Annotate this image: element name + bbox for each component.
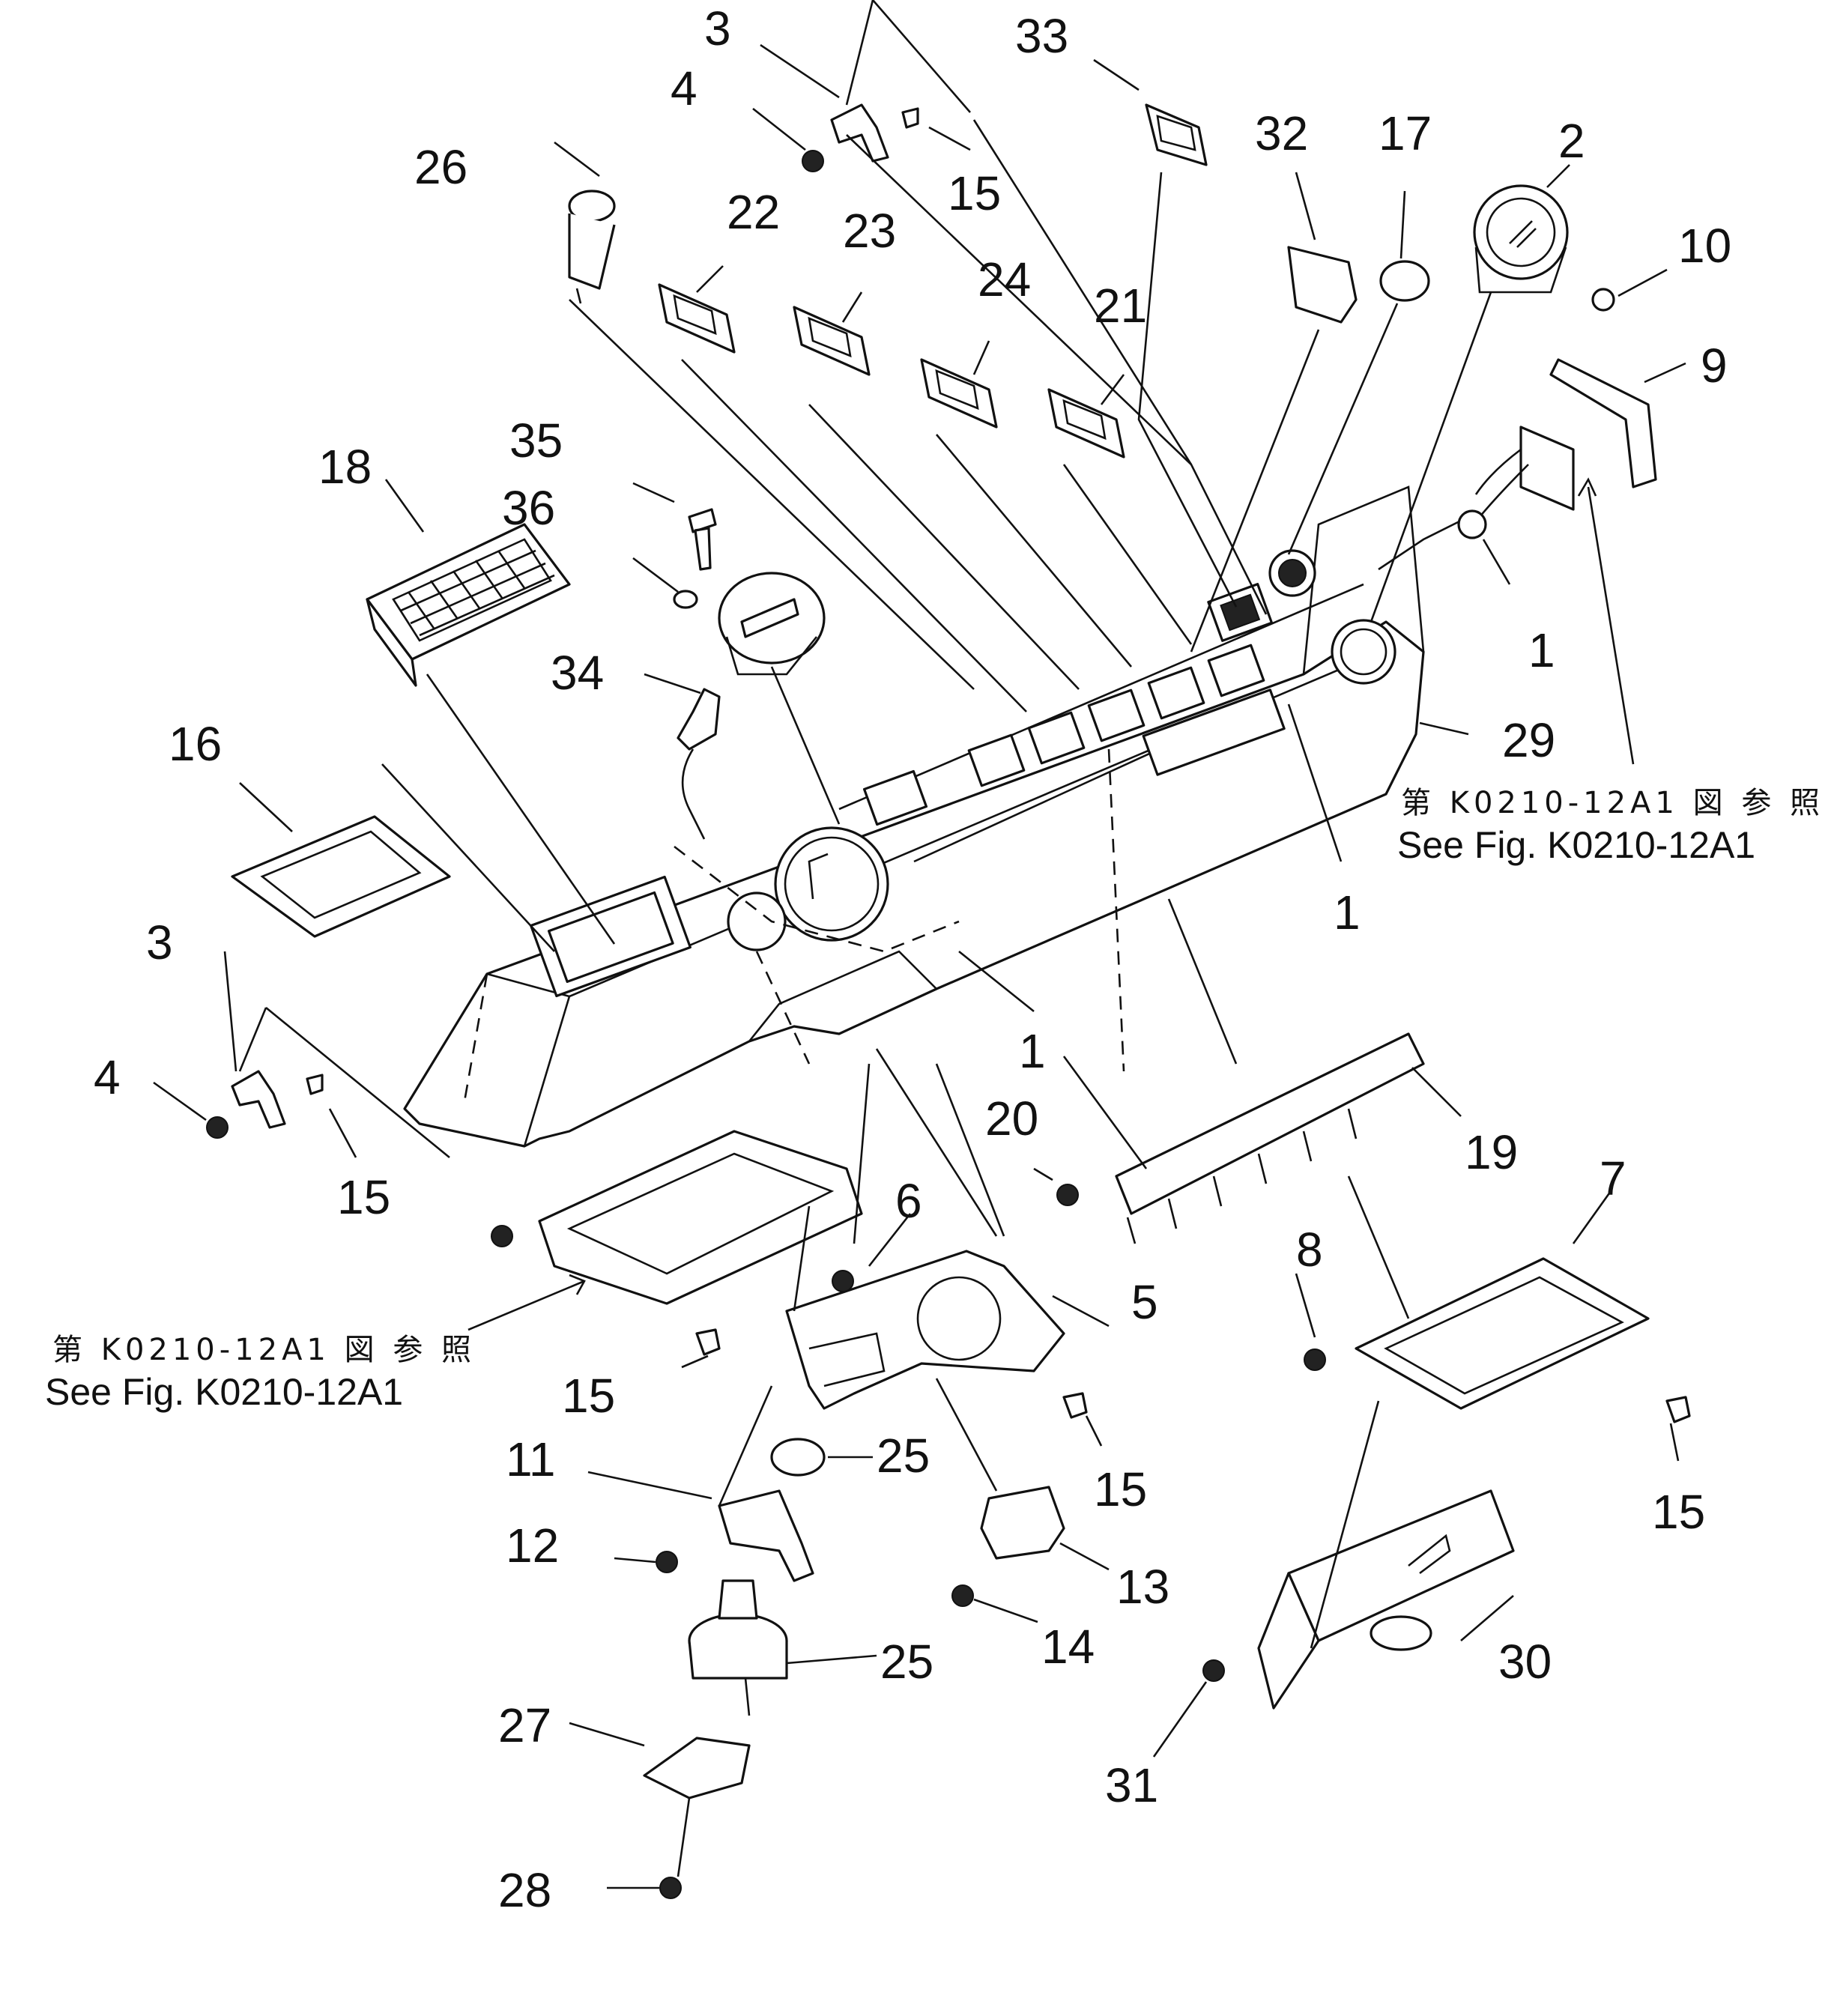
part-12-screw [656,1551,678,1573]
part-25-switch [688,1579,788,1680]
callout-24: 24 [978,252,1031,306]
callout-15-center: 15 [1094,1462,1147,1516]
callout-12: 12 [506,1519,559,1572]
part-22-switch [658,283,736,354]
part-24-switch [920,358,998,429]
part-27-bracket [643,1737,751,1799]
callout-17: 17 [1379,106,1432,160]
lower-left-plate [491,1130,863,1356]
part-2-gauge [1473,184,1569,294]
part-34-rotary-switch [677,572,826,840]
callout-11: 11 [506,1432,555,1486]
ref-en-top-right: See Fig. K0210-12A1 [1397,824,1755,866]
callout-13: 13 [1116,1560,1169,1614]
callout-3-upper: 3 [704,1,731,55]
callout-23: 23 [843,204,896,258]
part-28-screw [659,1877,682,1899]
callout-1-right: 1 [1528,623,1555,677]
part-5-bracket [785,1250,1088,1419]
callout-7: 7 [1600,1151,1626,1205]
part-25-grommet [770,1438,826,1477]
callout-4-lower: 4 [94,1050,121,1104]
callout-30: 30 [1498,1635,1552,1689]
part-19-plate [1056,1032,1425,1244]
callout-15-lower-left: 15 [337,1170,390,1224]
leader-lines [153,0,1686,1889]
part-7-plate [1304,1257,1691,1423]
part-26-lighter [568,190,616,304]
callout-labels: 3 4 15 33 26 22 23 24 21 32 17 2 10 9 1 … [94,1,1731,1917]
callout-8: 8 [1296,1223,1323,1277]
callout-18: 18 [318,440,372,494]
figure-reference-top-right: 第 K0210-12A1 図 参 照 See Fig. K0210-12A1 [1397,786,1824,866]
callout-25-lower: 25 [880,1635,933,1689]
callout-1-center: 1 [1334,886,1361,939]
console-body [403,485,1425,1148]
callout-9: 9 [1701,339,1728,393]
part-11-bracket [718,1489,814,1582]
part-36-washer [673,590,698,609]
part-33-switch [1145,103,1208,166]
callout-35: 35 [509,414,563,467]
callout-22: 22 [727,185,780,239]
part-35-bolt [688,508,717,571]
callout-27: 27 [498,1698,551,1752]
part-14-screw [951,1584,974,1607]
part-18-grille [366,523,571,687]
part-9-bracket [1549,358,1657,488]
callout-36: 36 [502,481,555,535]
part-13-bracket [980,1486,1065,1560]
part-30-control [1202,1489,1515,1710]
part-16-frame [231,815,451,938]
callout-5: 5 [1131,1275,1158,1329]
callout-28: 28 [498,1863,551,1917]
callout-29: 29 [1502,713,1555,767]
callout-15-upper: 15 [948,166,1001,220]
part-17-plug [1379,260,1430,302]
callout-1-lower: 1 [1019,1024,1046,1078]
ref-en-left: See Fig. K0210-12A1 [45,1371,403,1413]
part-10-screw [1591,288,1615,312]
callout-2: 2 [1558,114,1585,168]
part-3-clip-lower [206,1070,324,1139]
callout-3-lower: 3 [146,915,173,969]
figure-reference-left: 第 K0210-12A1 図 参 照 See Fig. K0210-12A1 [45,1333,476,1413]
part-23-switch [793,306,871,376]
callout-34: 34 [551,646,604,700]
part-32-cap [1287,246,1358,324]
part-3-clip-upper [802,103,919,172]
callout-14: 14 [1041,1620,1095,1674]
callout-32: 32 [1255,106,1308,160]
callout-19: 19 [1465,1125,1518,1179]
callout-25-upper: 25 [877,1429,930,1483]
callout-15-left: 15 [562,1369,615,1423]
callout-10: 10 [1678,219,1731,273]
part-21-switch [1047,388,1125,458]
callout-6: 6 [895,1174,922,1228]
callout-16: 16 [169,717,222,771]
callout-4-upper: 4 [671,61,697,115]
callout-31: 31 [1105,1758,1158,1812]
ref-jp-left: 第 K0210-12A1 図 参 照 [52,1333,476,1367]
harness-connector [1378,426,1575,571]
callout-26: 26 [414,140,467,194]
callout-33: 33 [1015,9,1068,63]
callout-15-right: 15 [1652,1485,1705,1539]
callout-21: 21 [1094,279,1147,333]
ref-jp-top-right: 第 K0210-12A1 図 参 照 [1401,786,1824,820]
callout-20: 20 [985,1092,1038,1145]
